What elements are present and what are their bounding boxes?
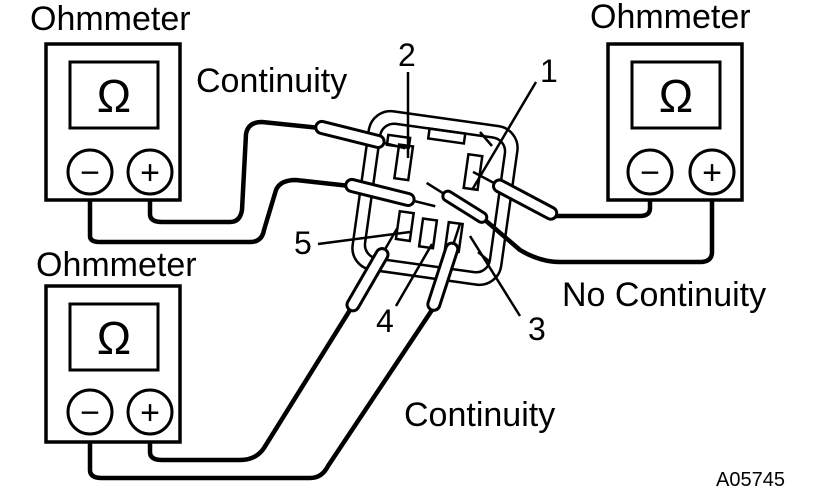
- leader-1: [470, 81, 538, 191]
- test-leads: [87, 119, 715, 481]
- connector-top-slot: [426, 127, 467, 145]
- positive-jack-symbol: +: [140, 154, 160, 192]
- ohmmeter-display: [630, 60, 722, 130]
- probe-terminal-3: [425, 181, 489, 224]
- connector-guide-mark-upper: [479, 131, 493, 147]
- lead-bottom-negative: [87, 307, 435, 481]
- leader-4: [394, 243, 434, 307]
- lead-top-right-negative: [552, 191, 653, 219]
- lead-top-left-positive: [147, 119, 323, 225]
- negative-jack: [626, 148, 674, 196]
- negative-jack-symbol: −: [80, 154, 100, 192]
- positive-jack-symbol: +: [140, 394, 160, 432]
- negative-jack: [66, 388, 114, 436]
- terminal-label-3: 3: [528, 311, 546, 347]
- probe-terminal-1: [472, 170, 559, 221]
- terminal-label-2: 2: [398, 37, 416, 73]
- lead-top-left-negative: [87, 177, 353, 245]
- positive-jack: [126, 388, 174, 436]
- ohmmeter-display: [68, 302, 160, 372]
- leader-3: [468, 235, 522, 317]
- connector-terminal-4: [417, 217, 439, 250]
- ohmmeter-display: [68, 60, 160, 130]
- terminal-callouts: 2 1 5 4 3: [294, 37, 558, 347]
- omega-symbol: Ω: [97, 312, 131, 364]
- connector-terminal-1: [462, 152, 484, 192]
- ohmmeter-title-top-left: Ohmmeter: [30, 0, 191, 38]
- probe-terminal-2-lower: [344, 177, 436, 208]
- ohmmeter-bottom-left: Ω − +: [44, 284, 182, 444]
- connector-terminal-2: [392, 143, 415, 182]
- ohmmeter-title-bottom-left: Ohmmeter: [36, 246, 197, 284]
- terminal-label-4: 4: [376, 303, 394, 339]
- omega-symbol: Ω: [97, 70, 131, 122]
- negative-jack-symbol: −: [80, 394, 100, 432]
- omega-symbol: Ω: [659, 70, 693, 122]
- figure-code: A05745: [716, 469, 785, 491]
- positive-jack: [688, 148, 736, 196]
- probe-terminal-4: [426, 222, 462, 312]
- positive-jack: [126, 148, 174, 196]
- negative-jack-symbol: −: [640, 154, 660, 192]
- ohmmeter-top-left: Ω − +: [44, 42, 182, 202]
- connector-terminal-5: [394, 209, 416, 243]
- terminal-label-5: 5: [294, 225, 312, 261]
- lead-bottom-positive: [147, 307, 353, 463]
- result-continuity-top: Continuity: [196, 62, 347, 100]
- ohmmeter-top-right: Ω − +: [606, 42, 744, 202]
- probe-terminal-5: [345, 227, 399, 313]
- leader-5: [317, 230, 411, 246]
- result-continuity-bottom: Continuity: [404, 396, 555, 434]
- lead-top-right-positive: [482, 191, 715, 265]
- terminal-label-1: 1: [540, 53, 558, 89]
- result-no-continuity: No Continuity: [562, 276, 766, 314]
- positive-jack-symbol: +: [702, 154, 722, 192]
- negative-jack: [66, 148, 114, 196]
- ohmmeter-title-top-right: Ohmmeter: [590, 0, 751, 36]
- probe-terminal-2-upper: [314, 119, 406, 150]
- probes: [314, 119, 559, 313]
